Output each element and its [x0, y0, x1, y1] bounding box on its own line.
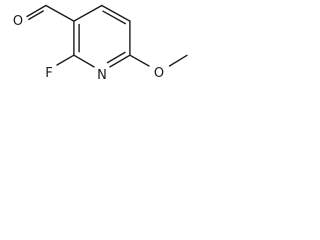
- atom-label-ring-nitrogen: N: [97, 68, 107, 83]
- bond-o-ch3: [168, 54, 188, 67]
- atom-label-fluorine: F: [45, 66, 52, 81]
- atom-label-ether-oxygen: O: [154, 66, 164, 81]
- bond-c6-o: [129, 54, 150, 67]
- bond-c6-n1-inner: [106, 51, 126, 64]
- bond-c2-f: [56, 54, 75, 66]
- atom-label-aldehyde-oxygen: O: [13, 14, 23, 29]
- bond-c6-n1: [109, 54, 131, 68]
- structure-canvas: O F N O: [0, 0, 218, 92]
- bond-c3-cho: [45, 4, 75, 22]
- bond-cho-o: [26, 4, 47, 18]
- bond-cho-o-double: [28, 10, 44, 21]
- chemical-structure: O F N O: [13, 4, 188, 83]
- bond-c4-c5: [101, 4, 131, 22]
- bond-c4-c5-inner: [102, 10, 127, 25]
- bond-n1-c2: [73, 54, 95, 68]
- bond-c3-c4: [73, 4, 103, 22]
